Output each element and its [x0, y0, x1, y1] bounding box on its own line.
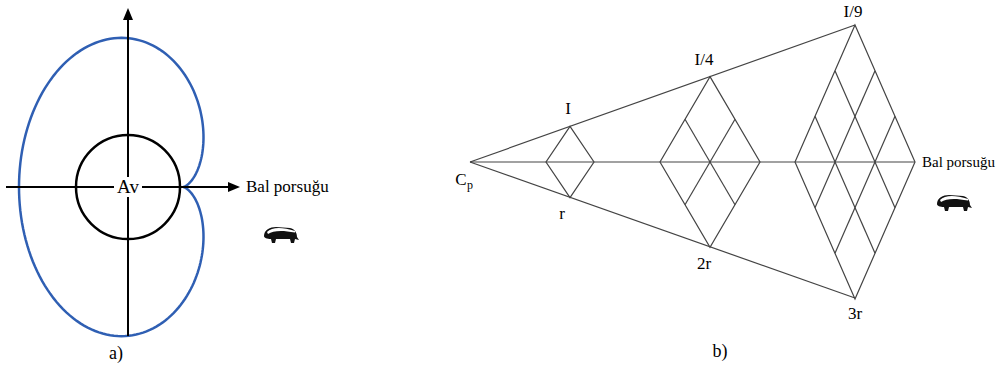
prey-circle: Av — [74, 133, 182, 241]
diamond-cell — [795, 25, 915, 299]
panel-label: a) — [109, 344, 123, 364]
grid-line — [685, 119, 735, 204]
honey-badger-icon — [937, 195, 972, 211]
panel-a-figure — [6, 8, 240, 336]
distance-label: 3r — [848, 305, 862, 324]
point-symbol: C — [455, 171, 466, 190]
target-label: Bal porsuğu — [246, 178, 329, 197]
grid-line — [835, 116, 895, 253]
grid-line — [685, 119, 735, 204]
node-label: Av — [114, 177, 142, 198]
honey-badger-icon — [264, 227, 299, 243]
intensity-label: I/9 — [844, 3, 863, 22]
intensity-label: I/4 — [695, 51, 714, 70]
target-label: Bal porsuğu — [922, 154, 995, 171]
subscript: p — [467, 179, 473, 192]
panel-label: b) — [713, 342, 728, 362]
axis-arrowhead — [228, 182, 240, 192]
diamond-cell — [660, 77, 760, 248]
grid-line — [815, 71, 875, 208]
grid-line — [815, 116, 875, 253]
cone-line — [470, 25, 855, 162]
distance-label: 2r — [697, 255, 711, 274]
distance-label: r — [559, 205, 565, 224]
cone-line — [470, 162, 855, 298]
intensity-label: I — [565, 100, 571, 119]
axis-arrowhead — [123, 8, 133, 20]
diamond-cell — [546, 126, 594, 197]
panel-b-figure — [470, 25, 915, 299]
center-line — [470, 161, 915, 162]
grid-line — [835, 71, 895, 208]
